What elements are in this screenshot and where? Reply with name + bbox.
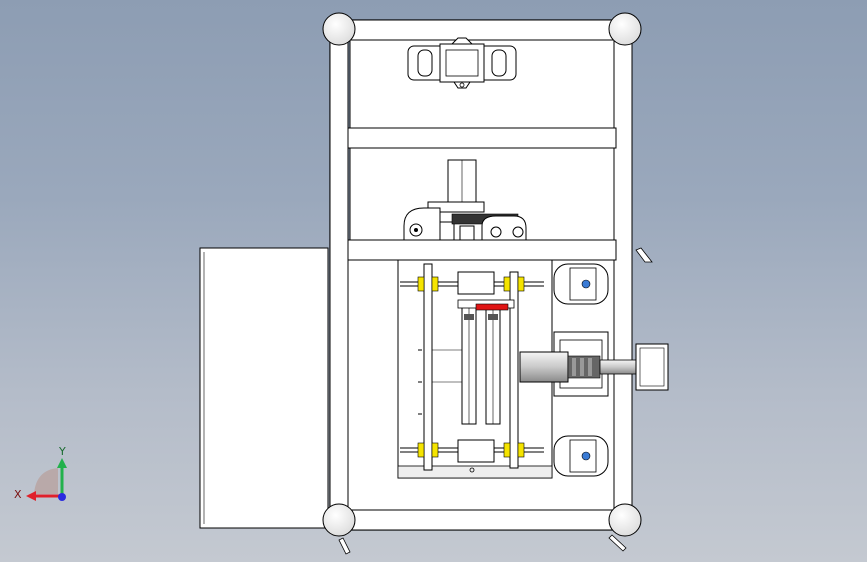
gear-motor bbox=[403, 159, 527, 241]
corner-casters bbox=[322, 12, 653, 555]
coordinate-triad: Y X bbox=[14, 445, 67, 501]
side-wheels bbox=[553, 263, 609, 477]
linear-actuator bbox=[519, 331, 669, 397]
x-axis-label: X bbox=[14, 488, 22, 501]
bearing-block bbox=[407, 37, 517, 89]
y-axis-label: Y bbox=[58, 445, 66, 458]
control-box bbox=[199, 247, 329, 529]
